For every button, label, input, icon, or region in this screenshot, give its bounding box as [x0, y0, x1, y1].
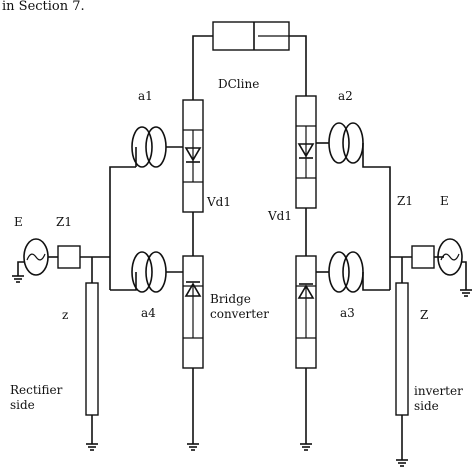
thyristor-icon	[297, 143, 315, 158]
label-vd1-right: Vd1	[267, 209, 292, 223]
label-z1-left: Z1	[56, 215, 72, 229]
label-a4: a4	[141, 306, 156, 320]
transformer-a1	[109, 126, 183, 257]
dc-line	[192, 21, 307, 58]
filter-z-left	[85, 282, 99, 416]
label-z-right: Z	[420, 308, 428, 322]
transformer-a2	[316, 122, 391, 257]
label-inverter: inverter	[414, 384, 463, 398]
transformer-a3	[316, 251, 390, 293]
label-converter: converter	[210, 307, 269, 321]
label-inverter-side: side	[414, 399, 439, 413]
impedance-z1-right	[411, 245, 435, 269]
label-a2: a2	[338, 89, 353, 103]
filter-z-right	[395, 282, 409, 416]
label-z-left: z	[62, 308, 68, 322]
impedance-z1-left	[57, 245, 81, 269]
transformer-a4	[110, 251, 183, 293]
label-a1: a1	[138, 89, 153, 103]
label-e-right: E	[440, 194, 449, 208]
left-ac-source	[12, 238, 111, 451]
thyristor-icon	[184, 147, 202, 162]
right-ac-source	[389, 238, 472, 467]
label-e-left: E	[14, 215, 23, 229]
left-valve-column	[182, 58, 204, 451]
right-valve-column	[295, 58, 317, 451]
caption-fragment: in Section 7.	[2, 0, 85, 14]
thyristor-icon	[184, 282, 202, 297]
thyristor-icon	[297, 284, 315, 299]
label-a3: a3	[340, 306, 355, 320]
label-bridge: Bridge	[210, 292, 251, 306]
label-vd1-left: Vd1	[206, 195, 231, 209]
label-z1-right: Z1	[397, 194, 413, 208]
dcline-label: DCline	[218, 77, 259, 91]
label-rectifier-side: side	[10, 398, 35, 412]
label-rectifier: Rectifier	[10, 383, 63, 397]
